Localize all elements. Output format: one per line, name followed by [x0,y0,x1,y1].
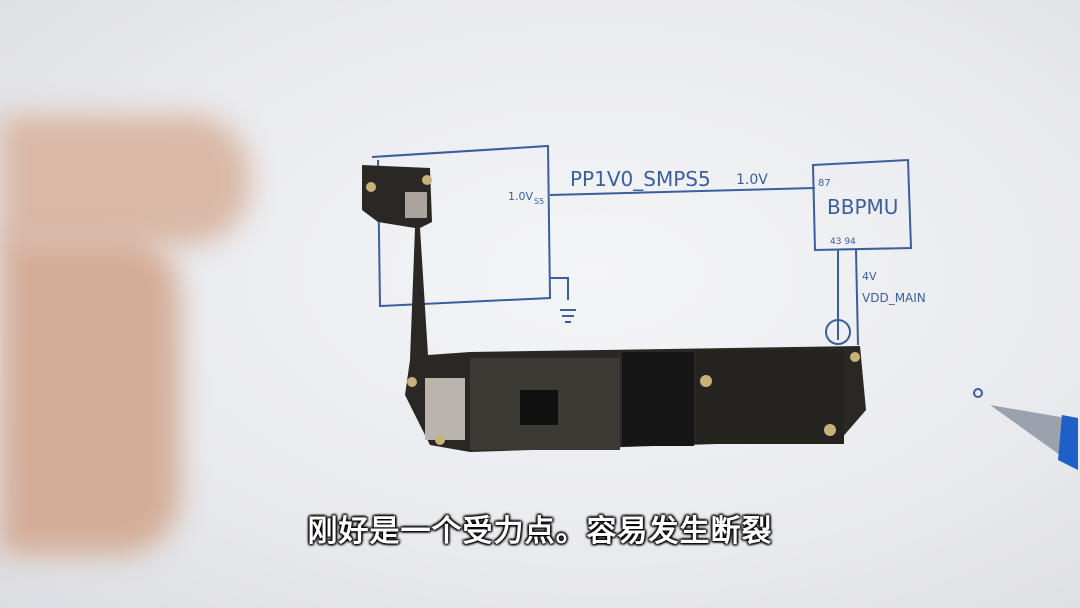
pin-bottom-label: 43 94 [830,237,856,247]
video-subtitle: 刚好是一个受力点。容易发生断裂 [307,514,773,549]
blurred-hand [0,115,250,245]
source-sub-label: S5 [534,197,544,206]
supply-voltage-label: 4V [862,270,877,283]
net-label: PP1V0_SMPS5 [570,167,711,191]
chip-label: BBPMU [827,195,898,219]
source-label: 1.0V [508,190,533,203]
schematic-lines [371,144,913,346]
pin-top-label: 87 [818,178,831,189]
pen [973,388,1078,470]
logic-board [362,165,866,452]
voltage-label: 1.0V [736,172,768,188]
blurred-hand-lower [0,235,180,555]
supply-label: VDD_MAIN [862,291,926,305]
